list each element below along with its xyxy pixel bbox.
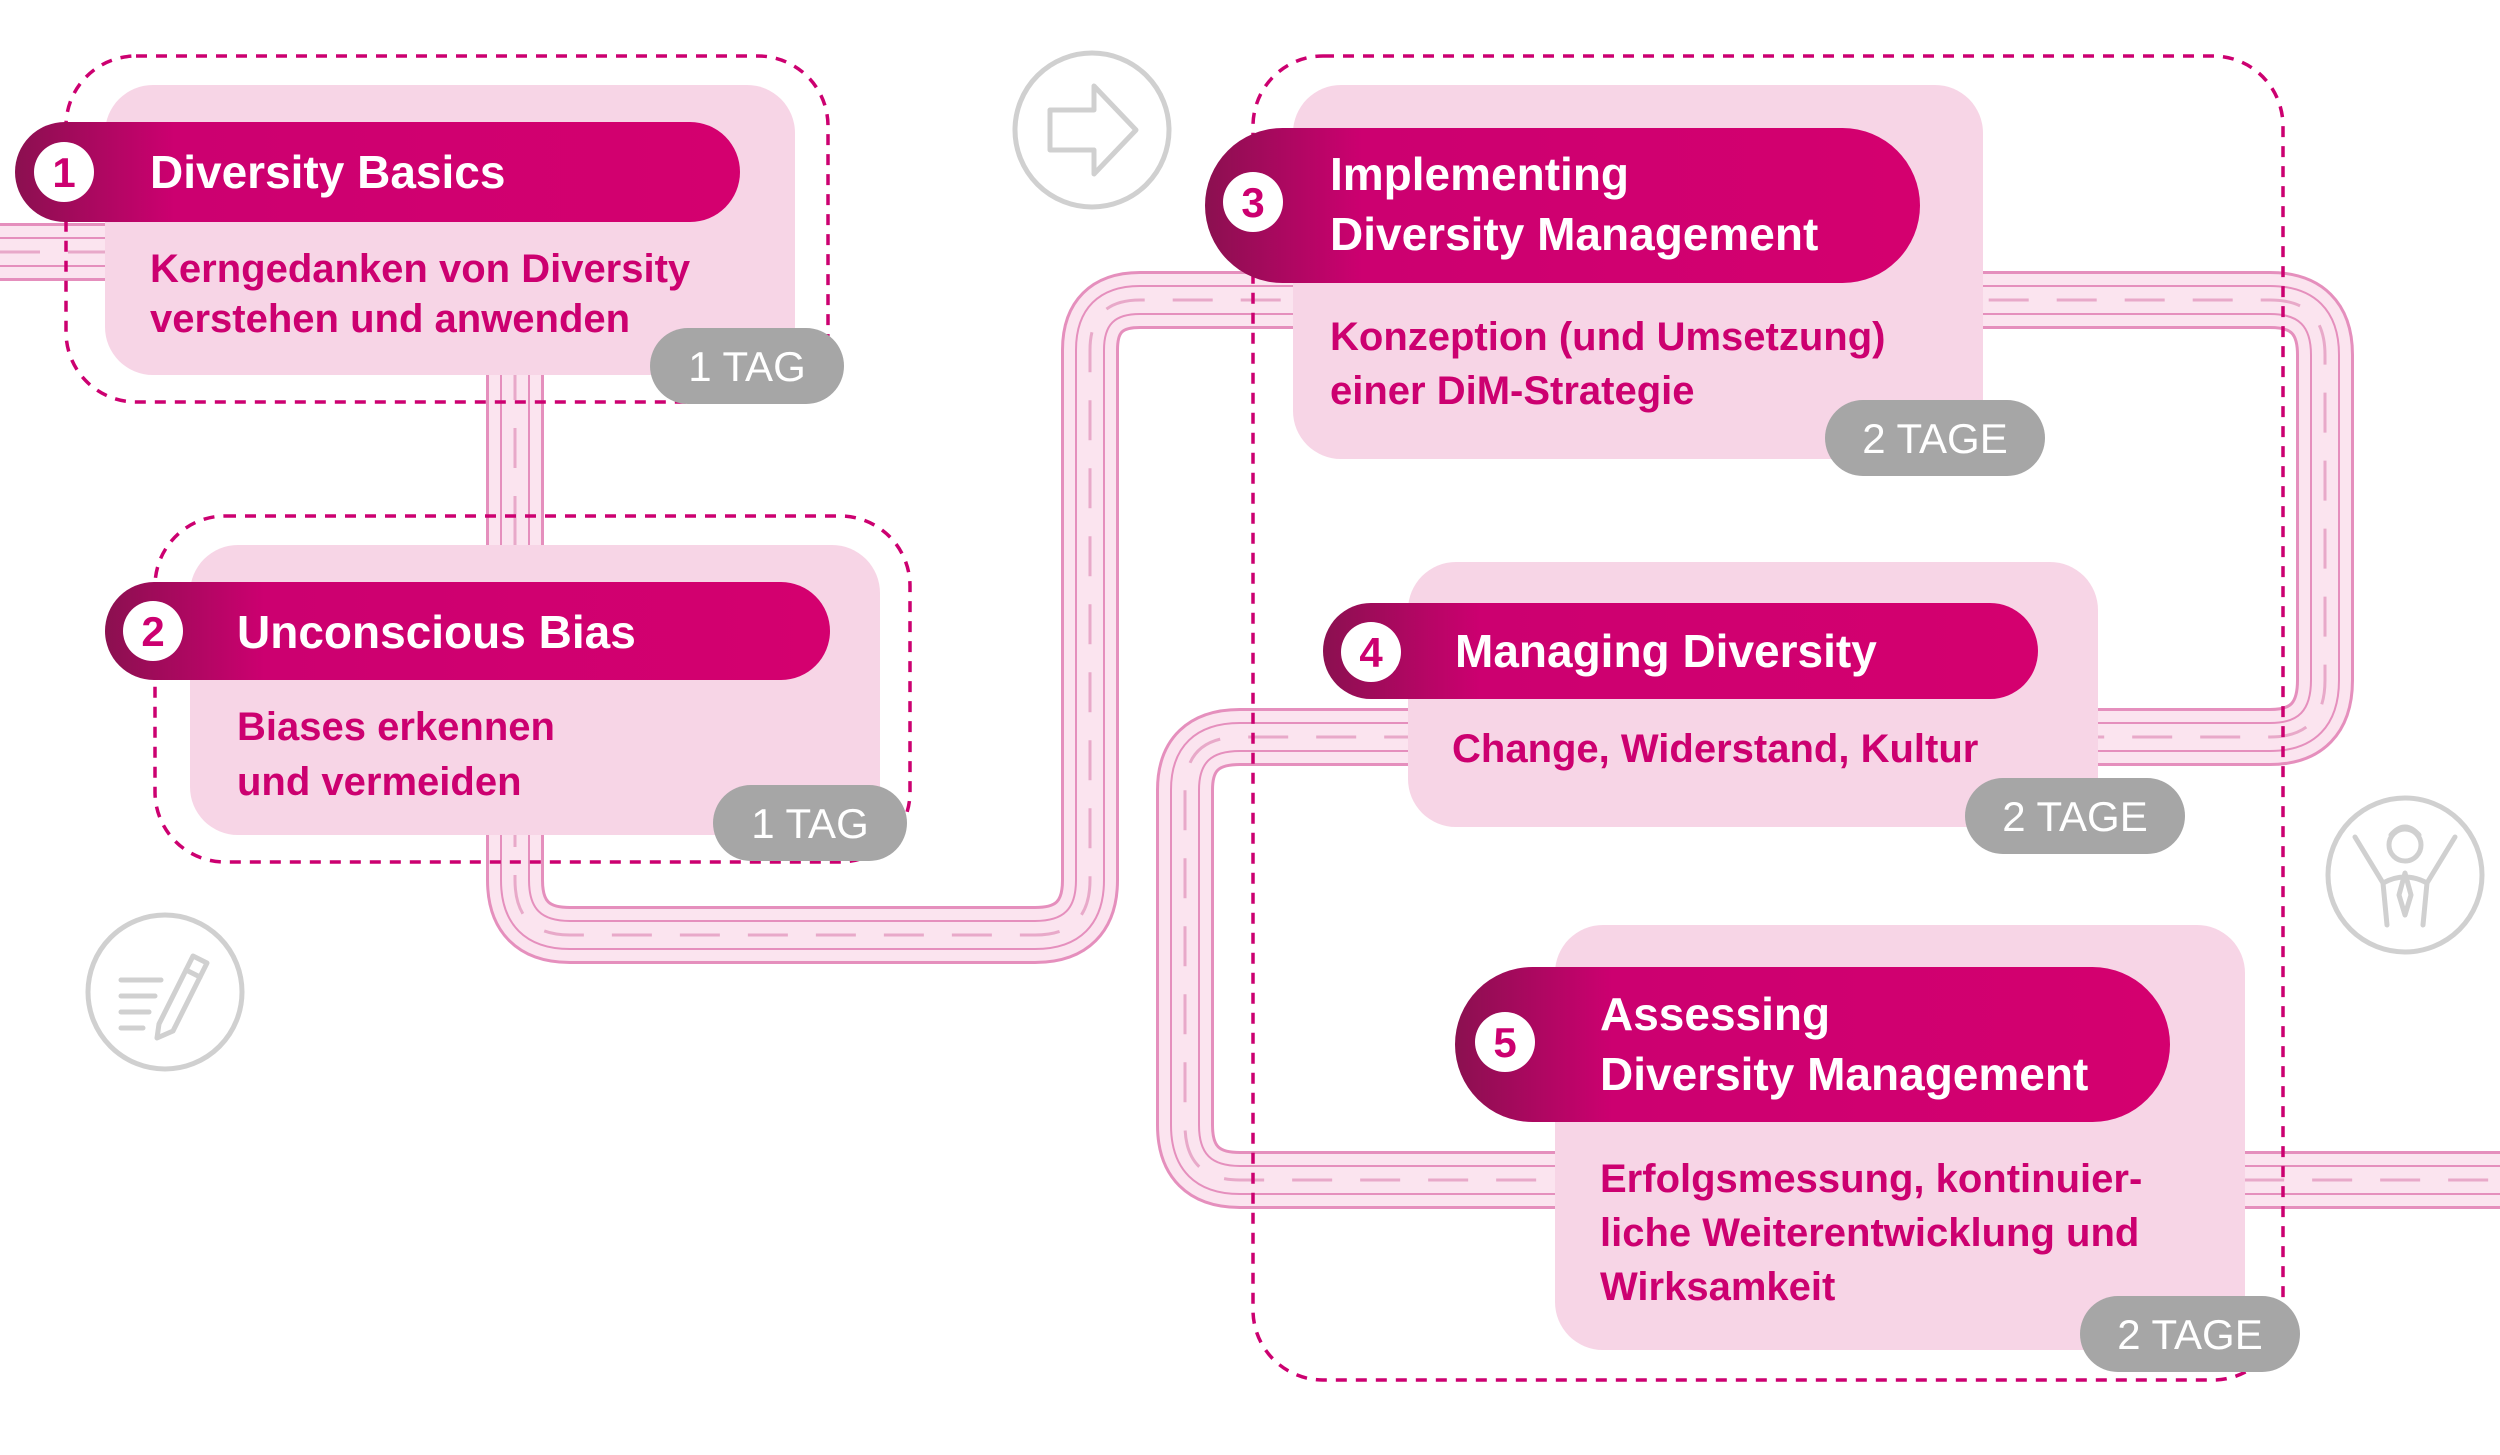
module-number-badge [1223, 172, 1283, 232]
duration-badge [650, 328, 844, 404]
frame-module-2 [153, 514, 912, 864]
module-number-badge [1341, 622, 1401, 682]
module-number-badge [123, 601, 183, 661]
module-title: Diversity Basics [150, 146, 505, 198]
cheering-person-icon [2325, 795, 2485, 955]
module-description: liche Weiterentwicklung und [1600, 1211, 2139, 1255]
module-title-bar [1323, 603, 2038, 699]
arrow-right-icon [1012, 50, 1172, 210]
module-description: Change, Widerstand, Kultur [1452, 727, 1978, 771]
module-description: Kerngedanken von Diversity [150, 247, 691, 291]
module-title: Unconscious Bias [237, 606, 636, 658]
module-description: Konzeption (und Umsetzung) [1330, 315, 1885, 359]
duration-label: 2 TAGE [2117, 1311, 2263, 1358]
duration-label: 1 TAG [751, 800, 869, 847]
duration-badge [2080, 1296, 2300, 1372]
module-title: Implementing [1330, 148, 1629, 200]
duration-badge [1825, 400, 2045, 476]
duration-badge [713, 785, 907, 861]
module-description: Biases erkennen [237, 705, 555, 749]
module-number-badge [34, 142, 94, 202]
module-description: und vermeiden [237, 760, 522, 804]
module-title-bar [105, 582, 830, 680]
module-description: Erfolgsmessung, kontinuier- [1600, 1157, 2142, 1201]
duration-label: 2 TAGE [2002, 793, 2148, 840]
module-title-bar [15, 122, 740, 222]
module-title: Diversity Management [1600, 1048, 2088, 1100]
module-group-frames [64, 54, 2285, 1382]
frame-modules-3-5 [1251, 54, 2285, 1382]
module-description: einer DiM-Strategie [1330, 369, 1695, 413]
module-description: verstehen und anwenden [150, 297, 630, 341]
module-title-bar [1455, 967, 2170, 1122]
writing-icon [85, 912, 245, 1072]
duration-label: 1 TAG [688, 343, 806, 390]
module-description: Wirksamkeit [1600, 1265, 1835, 1309]
module-title-bar [1205, 128, 1920, 283]
module-title: Assessing [1600, 988, 1830, 1040]
module-number: 3 [1241, 179, 1264, 226]
module-title: Diversity Management [1330, 208, 1818, 260]
module-number: 5 [1493, 1019, 1516, 1066]
module-number: 4 [1359, 629, 1383, 676]
module-number: 2 [141, 608, 164, 655]
duration-label: 2 TAGE [1862, 415, 2008, 462]
module-number: 1 [52, 149, 75, 196]
frame-module-1 [64, 54, 830, 404]
module-title: Managing Diversity [1455, 625, 1877, 677]
module-number-badge [1475, 1012, 1535, 1072]
duration-badge [1965, 778, 2185, 854]
